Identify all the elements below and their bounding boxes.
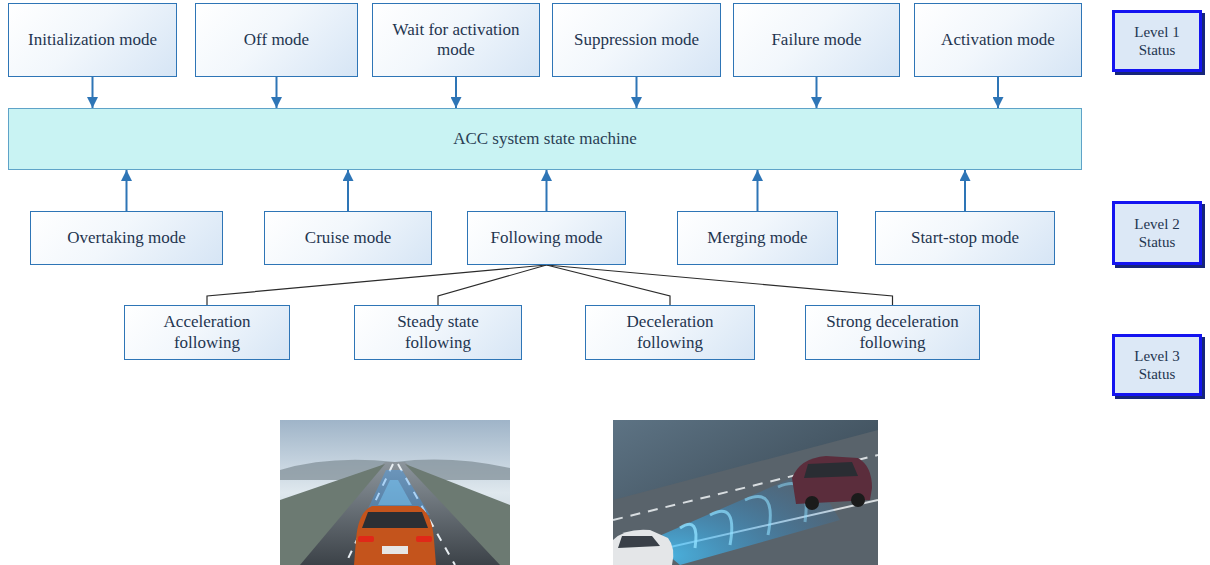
- node-label: Following mode: [491, 228, 603, 248]
- level-status-box: Level 3 Status: [1112, 334, 1202, 396]
- node-label: Level 2 Status: [1121, 215, 1193, 251]
- arrow-connector: [964, 170, 966, 211]
- tree-line: [547, 265, 893, 305]
- mode-box: Cruise mode: [264, 211, 432, 265]
- mode-box: Following mode: [467, 211, 626, 265]
- mode-box: Strong deceleration following: [805, 305, 980, 360]
- arrow-connector: [126, 170, 128, 211]
- tree-line: [207, 265, 547, 305]
- arrow-connector: [636, 77, 638, 108]
- arrow-connector: [816, 77, 818, 108]
- node-label: Start-stop mode: [911, 228, 1019, 248]
- node-label: ACC system state machine: [453, 129, 637, 149]
- node-label: Merging mode: [707, 228, 807, 248]
- state-machine-box: ACC system state machine: [8, 108, 1082, 170]
- level-status-box: Level 1 Status: [1112, 10, 1202, 72]
- node-label: Suppression mode: [574, 30, 699, 50]
- node-label: Cruise mode: [305, 228, 391, 248]
- mode-box: Failure mode: [733, 3, 900, 77]
- mode-box: Merging mode: [677, 211, 838, 265]
- mode-box: Initialization mode: [8, 3, 177, 77]
- mode-box: Overtaking mode: [30, 211, 223, 265]
- node-label: Level 1 Status: [1121, 23, 1193, 59]
- arrow-connector: [276, 77, 278, 108]
- arrow-connector: [347, 170, 349, 211]
- arrow-connector: [757, 170, 759, 211]
- arrow-connector: [997, 77, 999, 108]
- node-label: Deceleration following: [594, 312, 746, 353]
- arrow-connector: [546, 170, 548, 211]
- node-label: Acceleration following: [133, 312, 281, 353]
- arrow-connector: [92, 77, 94, 108]
- level-status-box: Level 2 Status: [1112, 201, 1202, 265]
- mode-box: Wait for activation mode: [372, 3, 540, 77]
- tree-line: [438, 265, 547, 305]
- node-label: Strong deceleration following: [814, 312, 971, 353]
- node-label: Overtaking mode: [67, 228, 186, 248]
- mode-box: Off mode: [195, 3, 358, 77]
- mode-box: Deceleration following: [585, 305, 755, 360]
- mode-box: Acceleration following: [124, 305, 290, 360]
- road-photo: [280, 420, 510, 565]
- node-label: Steady state following: [363, 312, 513, 353]
- node-label: Activation mode: [941, 30, 1055, 50]
- mode-box: Start-stop mode: [875, 211, 1055, 265]
- node-label: Off mode: [244, 30, 309, 50]
- arrow-connector: [455, 77, 457, 108]
- node-label: Level 3 Status: [1121, 347, 1193, 383]
- mode-box: Activation mode: [914, 3, 1082, 77]
- node-label: Failure mode: [771, 30, 861, 50]
- mode-box: Steady state following: [354, 305, 522, 360]
- mode-box: Suppression mode: [552, 3, 721, 77]
- node-label: Wait for activation mode: [381, 20, 531, 61]
- radar-photo: [613, 420, 878, 565]
- node-label: Initialization mode: [28, 30, 157, 50]
